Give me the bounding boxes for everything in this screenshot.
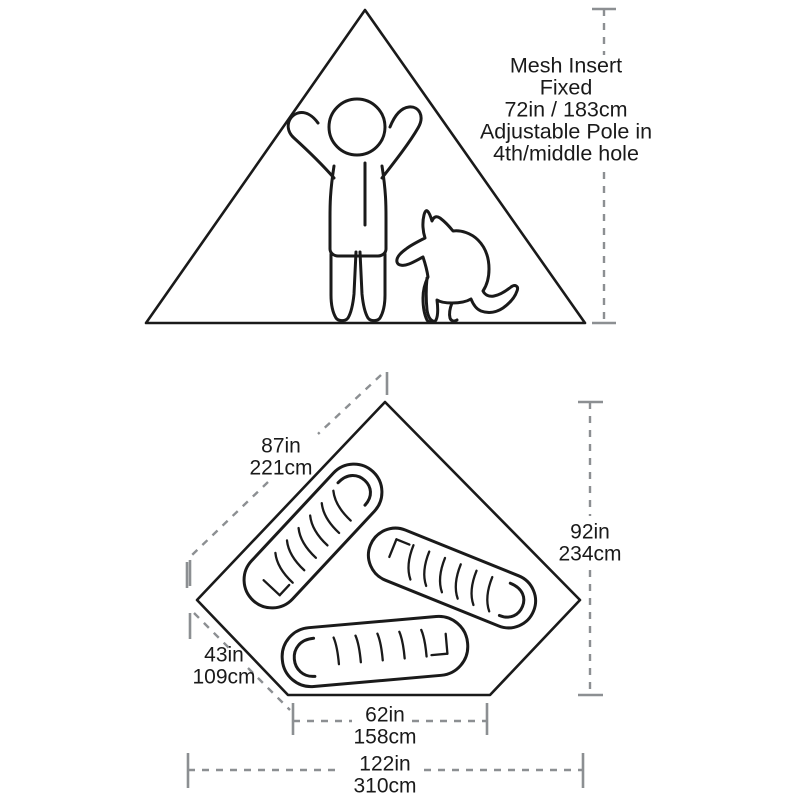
- sleeping-bag-rib: [420, 628, 428, 658]
- dimension-overall-width-label-imperial: 122in: [359, 753, 410, 776]
- sleeping-bag-rib: [388, 538, 398, 559]
- person-leg-right: [358, 250, 387, 323]
- sleeping-bag-rib: [297, 526, 318, 559]
- sleeping-bag-rib: [278, 583, 291, 597]
- sleeping-bag-rib: [320, 501, 341, 535]
- dimension-overall-width: 122in 310cm: [186, 753, 585, 795]
- dog-figure-icon: [395, 209, 519, 324]
- sleeping-bag-middle: [366, 526, 538, 630]
- sleeping-bag-rib: [285, 539, 306, 572]
- dimension-side-label-metric: 109cm: [192, 666, 255, 689]
- sleeping-bag-hood: [497, 581, 526, 619]
- dog-hind-leg: [448, 301, 459, 323]
- dimension-depth: 92in 234cm: [558, 400, 622, 697]
- sleeping-bag-rib: [332, 489, 352, 522]
- sleeping-bag-outline: [280, 614, 470, 689]
- sleeping-bag-rib: [398, 630, 406, 660]
- sleeping-bag-upper-left: [242, 462, 384, 610]
- sleeping-bag-outline: [242, 462, 384, 610]
- person-torso: [328, 164, 388, 258]
- dimension-side-label-imperial: 43in: [204, 644, 244, 667]
- sleeping-bag-rib: [354, 634, 362, 664]
- dimension-side: 43in 109cm: [188, 560, 291, 711]
- sleeping-bag-hood: [292, 636, 317, 678]
- sleeping-bag-rib: [262, 579, 281, 597]
- sleeping-bag-rib: [395, 538, 411, 546]
- dimension-side-line-lower: [247, 667, 291, 711]
- tent-floorplan-outline: [195, 400, 582, 697]
- dimension-overall-width-label-metric: 310cm: [353, 775, 416, 795]
- person-leg-left: [329, 250, 358, 323]
- height-note-line-1: Mesh Insert: [510, 54, 622, 78]
- height-note-line-3: 72in / 183cm: [504, 98, 627, 122]
- dog-front-leg: [424, 276, 435, 323]
- dimension-back-width: 62in 158cm: [291, 703, 489, 749]
- dog-body: [395, 209, 519, 324]
- sleeping-bag-rib: [444, 632, 449, 655]
- dimension-diagonal-line-upper: [317, 374, 382, 435]
- person-figure-icon: [286, 97, 423, 323]
- dimension-depth-label-metric: 234cm: [558, 543, 621, 566]
- floorplan-group: 87in 221cm 92in 234cm 43in 109cm: [185, 372, 622, 795]
- person-arm-right: [380, 105, 423, 180]
- sleeping-bag-rib: [470, 569, 478, 607]
- sleeping-bag-rib: [274, 551, 294, 584]
- sleeping-bag-rib: [454, 563, 462, 600]
- dimension-depth-label-imperial: 92in: [570, 521, 610, 544]
- sleeping-bag-outline: [366, 526, 538, 630]
- person-arm-left: [286, 111, 336, 180]
- person-head: [327, 97, 387, 157]
- height-note-line-2: Fixed: [540, 76, 593, 100]
- dimension-diagonal-line-lower: [191, 481, 269, 556]
- sleeping-bag-rib: [376, 632, 384, 662]
- sleeping-bag-rib: [430, 652, 449, 657]
- dimension-side-line-upper: [193, 612, 233, 652]
- sleeping-bag-rib: [332, 636, 341, 666]
- tent-elevation-outline: [144, 8, 587, 325]
- dimension-back-width-label-imperial: 62in: [365, 704, 405, 727]
- sleeping-bag-bottom: [280, 614, 470, 689]
- height-note-line-4: Adjustable Pole in: [480, 120, 652, 144]
- sleeping-bag-rib: [407, 544, 415, 581]
- sleeping-bag-rib: [486, 575, 494, 613]
- elevation-group: Mesh Insert Fixed 72in / 183cm Adjustabl…: [144, 7, 652, 325]
- sleeping-bag-rib: [423, 550, 431, 588]
- dimension-height: [592, 7, 616, 325]
- dimension-diagonal: 87in 221cm: [185, 372, 389, 588]
- sleeping-bag-rib: [438, 556, 447, 594]
- height-note-line-5: 4th/middle hole: [493, 142, 639, 166]
- height-note-text: Mesh Insert Fixed 72in / 183cm Adjustabl…: [480, 54, 652, 166]
- sleeping-bag-hood: [336, 473, 372, 507]
- dimension-diagonal-label-metric: 221cm: [249, 457, 312, 480]
- sleeping-bag-rib: [309, 514, 329, 547]
- dimension-diagonal-label-imperial: 87in: [261, 435, 301, 458]
- dimension-back-width-label-metric: 158cm: [353, 726, 416, 749]
